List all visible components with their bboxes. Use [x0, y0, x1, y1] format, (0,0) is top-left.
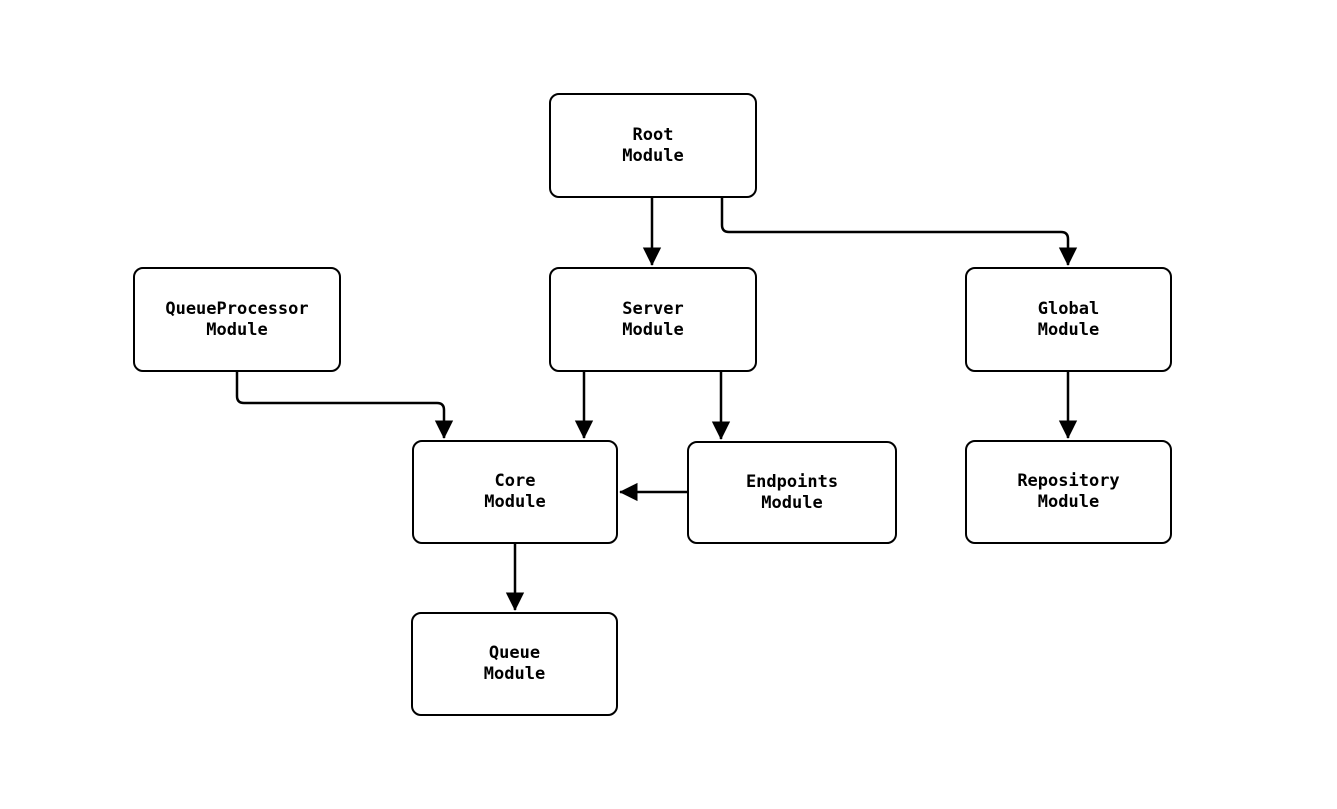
node-root-module: Root Module [549, 93, 757, 198]
node-queueprocessor-module: QueueProcessor Module [133, 267, 341, 372]
node-label-root: Root Module [622, 124, 684, 166]
node-label-core: Core Module [484, 471, 546, 512]
node-repository-module: Repository Module [965, 440, 1172, 544]
edge-paths [235, 197, 1078, 611]
node-endpoints-module: Endpoints Module [687, 441, 897, 544]
node-label-repository: Repository Module [1017, 471, 1120, 512]
node-label-queue: Queue Module [483, 643, 546, 684]
node-label-server: Server Module [622, 298, 684, 340]
edge-queueprocessor-to-core [235, 371, 454, 439]
node-server-module: Server Module [549, 267, 757, 372]
node-global-module: Global Module [965, 267, 1172, 372]
node-label-queueprocessor: QueueProcessor Module [165, 298, 309, 340]
node-queue-module: Queue Module [411, 612, 618, 716]
node-core-module: Core Module [412, 440, 618, 544]
edge-root-to-global [720, 197, 1078, 266]
node-label-global: Global Module [1037, 298, 1100, 340]
node-label-endpoints: Endpoints Module [745, 471, 839, 513]
